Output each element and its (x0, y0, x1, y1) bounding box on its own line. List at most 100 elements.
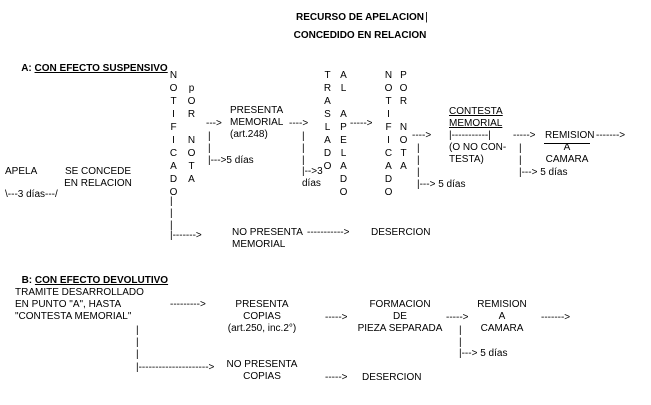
arrow-after-traslado: -----> (350, 118, 373, 129)
vertical-letter: A (385, 161, 392, 172)
vertical-letter: P (340, 122, 347, 133)
presenta-copias-label: PRESENTA COPIAS (art.250, inc.2°) (227, 299, 297, 334)
vertical-letter: I (172, 109, 175, 120)
vertical-letter: D (384, 174, 393, 185)
vertical-letter: N (399, 122, 408, 133)
vertical-letter: D (323, 148, 332, 159)
vertical-letter: N (169, 70, 178, 81)
vertical-letter: F (170, 122, 177, 133)
se-concede-label: SE CONCEDE EN RELACION (64, 166, 132, 189)
arrow-to-presenta: ---> (206, 118, 222, 129)
vertical-letter: O (169, 83, 178, 94)
desercion-label-a: DESERCION (371, 227, 431, 238)
pipe-a2: | | | (302, 131, 305, 166)
vertical-letter: F (385, 122, 392, 133)
vertical-letter: O (339, 187, 348, 198)
section-a-heading: A: CON EFECTO SUSPENSIVO (21, 63, 168, 74)
vertical-letter: A (324, 96, 331, 107)
vertical-letter: T (385, 96, 392, 107)
vertical-letter: P (400, 70, 407, 81)
vertical-letter: I (172, 135, 175, 146)
vertical-letter: A (400, 161, 407, 172)
arrow-b2: -----> (325, 312, 348, 323)
desercion-arrow-a: -----------> (307, 227, 350, 238)
vertical-letter: I (387, 109, 390, 120)
vertical-letter: O (384, 83, 393, 94)
vertical-letter: O (187, 148, 196, 159)
arrow-b1: ---------> (170, 299, 206, 310)
pipe-b1: | | (459, 325, 462, 348)
vertical-letter: C (384, 148, 393, 159)
vertical-letter: A (324, 135, 331, 146)
formacion-label: FORMACION DE PIEZA SEPARADA (357, 299, 443, 334)
five-days-label-1: |--->5 días (208, 155, 254, 166)
no-presenta-copias-label: NO PRESENTA COPIAS (226, 359, 298, 382)
arrow-b4: -------> (541, 312, 571, 323)
pipe-a1: | | (208, 131, 211, 154)
vertical-letter: O (169, 187, 178, 198)
arrow-after-memorial: ----> (289, 118, 309, 129)
three-days-label: |-->3 días (302, 166, 323, 189)
vertical-letter: L (324, 122, 331, 133)
vertical-letter: E (340, 135, 347, 146)
arrow-b3: -----> (446, 312, 469, 323)
vertical-letter: O (187, 96, 196, 107)
vertical-letter: R (323, 83, 332, 94)
vertical-letter: I (387, 135, 390, 146)
pipe-b2: | | | (136, 325, 139, 360)
vertical-letter: T (170, 96, 177, 107)
vertical-letter: T (188, 161, 195, 172)
section-b-heading: B: CON EFECTO DEVOLUTIVO (21, 275, 169, 286)
five-days-label-b: |---> 5 días (459, 348, 508, 359)
vertical-letter: C (169, 148, 178, 159)
arrow-to-remision: -----> (513, 130, 536, 141)
remision-camara-label-a: REMISION A CAMARA (545, 130, 595, 165)
arrow-to-contesta: ----> (412, 130, 432, 141)
vertical-letter: T (324, 70, 331, 81)
vertical-letter: O (399, 135, 408, 146)
presenta-memorial-label: PRESENTA MEMORIAL (art.248) (230, 105, 284, 140)
vertical-letter: A (340, 70, 347, 81)
vertical-letter: R (187, 109, 196, 120)
five-days-label-3: |---> 5 días (519, 167, 568, 178)
vertical-letter (339, 95, 348, 108)
contesta-detail-label: |-----------| (O NO CON- TESTA) (449, 130, 507, 165)
no-presenta-copias-arrow: |---------------------> (136, 362, 215, 373)
camara-underline (544, 143, 590, 144)
vertical-letter: R (399, 96, 408, 107)
vertical-line-a: | | | (170, 196, 173, 231)
apela-label: APELA (5, 166, 38, 177)
vertical-letter: A (340, 161, 347, 172)
vertical-letter: D (339, 174, 348, 185)
vertical-letter: A (340, 109, 347, 120)
vertical-letter: O (399, 83, 408, 94)
remision-camara-label-b: REMISION A CAMARA (477, 299, 527, 334)
vertical-letter: O (323, 161, 332, 172)
five-days-label-2: |---> 5 días (417, 179, 466, 190)
vertical-letter: L (340, 148, 347, 159)
vertical-letter: p (188, 83, 195, 94)
vertical-letter: A (170, 161, 177, 172)
pipe-a3: | | | (417, 143, 420, 178)
vertical-letter (187, 121, 196, 134)
title-line-1: RECURSO DE APELACION (296, 12, 424, 23)
desercion-arrow-b: -----> (325, 372, 348, 383)
title-cursor: | (425, 11, 428, 23)
vertical-letter: O (384, 187, 393, 198)
vertical-letter: S (324, 109, 331, 120)
pipe-a4: | | (519, 143, 522, 166)
contesta-memorial-label: CONTESTA MEMORIAL (449, 106, 503, 129)
vertical-letter: L (340, 83, 347, 94)
title-line-2: CONCEDIDO EN RELACION (293, 30, 427, 41)
desercion-label-b: DESERCION (362, 372, 422, 383)
vertical-letter: D (169, 174, 178, 185)
tramite-label: TRAMITE DESARROLLADO EN PUNTO "A", HASTA… (15, 287, 144, 322)
no-presenta-memorial-label: NO PRESENTA MEMORIAL (232, 227, 303, 250)
no-presenta-arrow: |-------> (170, 230, 202, 241)
